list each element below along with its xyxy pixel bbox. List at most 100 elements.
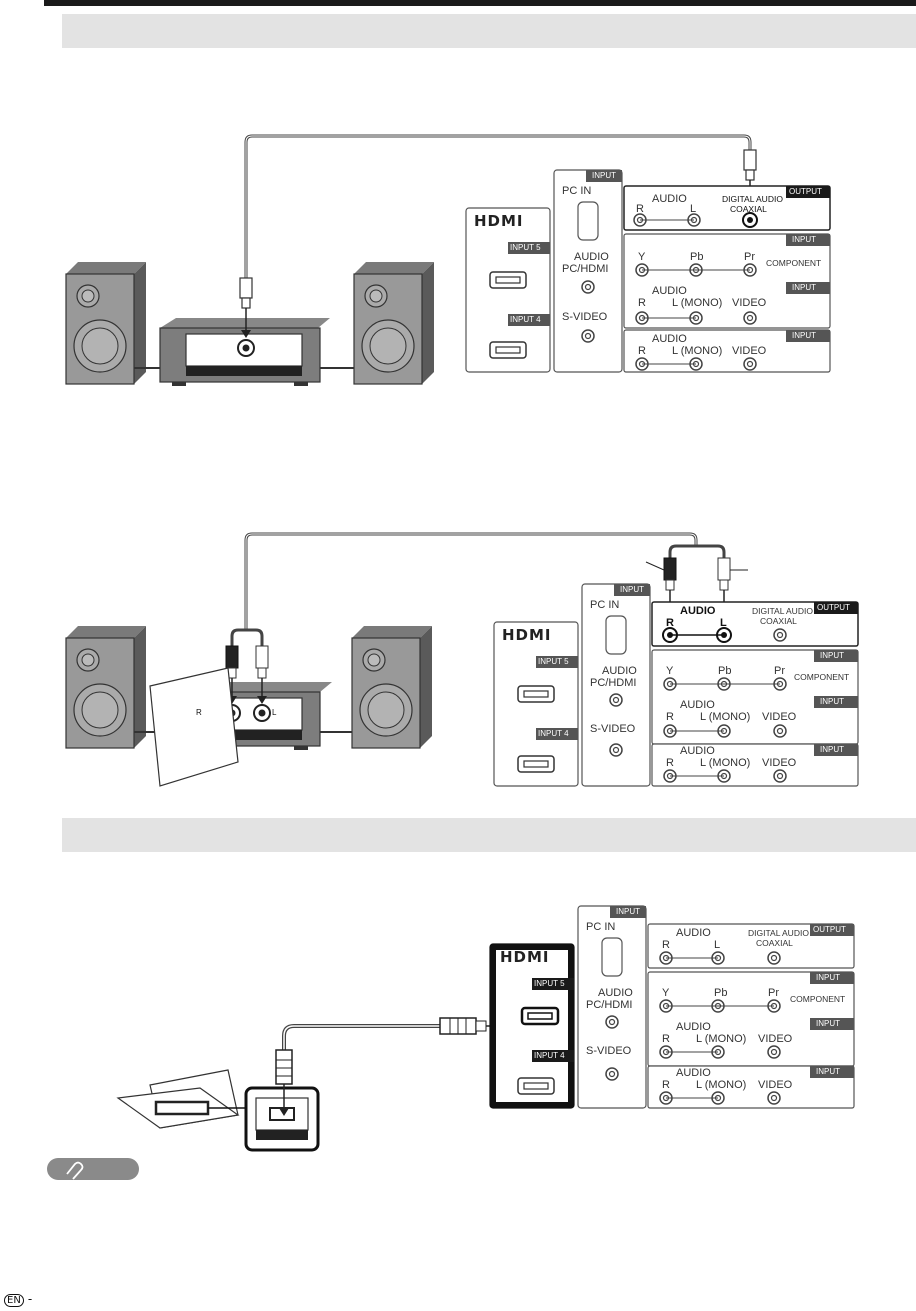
pr-label: Pr (744, 251, 755, 263)
pc-hdmi-label-3: PC/HDMI (586, 999, 633, 1011)
video-label-3: VIDEO (762, 711, 797, 723)
video-label: VIDEO (732, 297, 767, 309)
section-header-band-2 (62, 818, 916, 852)
rca-plug-2-l-amp (255, 645, 269, 704)
audio-label-2: AUDIO (602, 665, 637, 677)
l-label-6: L (714, 939, 721, 951)
av1-input-label: INPUT (792, 283, 816, 292)
component-input-label-2: INPUT (820, 651, 844, 660)
tv-terminal-panel-3 (489, 905, 855, 1109)
s-video-label-2: S-VIDEO (590, 723, 636, 735)
hdmi-plug-pc (275, 1049, 293, 1116)
av1-input-label-2: INPUT (820, 697, 844, 706)
l-out-label: L (720, 617, 727, 629)
r-label-5: R (666, 757, 674, 769)
l-mono-label-2: L (MONO) (672, 345, 723, 357)
section-header-band-1 (62, 14, 916, 48)
av1-input-label-3: INPUT (816, 1019, 840, 1028)
coaxial-label-3: COAXIAL (756, 938, 793, 948)
top-rule (44, 0, 916, 6)
page-dash: - (27, 1292, 33, 1306)
component-input-label-3: INPUT (816, 973, 840, 982)
r-label-2: R (638, 297, 646, 309)
audio-bracket-3: AUDIO (652, 333, 687, 345)
audio-bracket-5: AUDIO (680, 745, 715, 757)
speaker-right-2 (351, 625, 433, 749)
input4-label-3: INPUT 4 (534, 1051, 565, 1060)
component-label: COMPONENT (766, 258, 822, 268)
audio-label-3: AUDIO (598, 987, 633, 999)
speaker-right-1 (353, 261, 435, 385)
pc-in-label: PC IN (562, 185, 592, 197)
input5-label: INPUT 5 (510, 243, 541, 252)
pc-hdmi-label: PC/HDMI (562, 263, 609, 275)
output-label-3: OUTPUT (813, 925, 846, 934)
amp-l-label: L (272, 708, 277, 717)
amp-r-label: R (196, 708, 202, 717)
language-badge: EN (4, 1294, 24, 1307)
pb-label: Pb (690, 251, 704, 263)
r-label-6: R (662, 939, 670, 951)
digital-audio-label: DIGITAL AUDIO (722, 194, 783, 204)
pr-label-2: Pr (774, 665, 785, 677)
output-label: OUTPUT (789, 187, 822, 196)
pc-input-label-2: INPUT (620, 585, 644, 594)
digital-audio-label-2: DIGITAL AUDIO (752, 606, 813, 616)
audio-bracket-8: AUDIO (676, 1067, 711, 1079)
l-mono-label-6: L (MONO) (696, 1079, 747, 1091)
pc-in-label-3: PC IN (586, 921, 616, 933)
input5-label-3: INPUT 5 (534, 979, 565, 988)
s-video-label: S-VIDEO (562, 311, 608, 323)
input4-label-2: INPUT 4 (538, 729, 569, 738)
pb-label-2: Pb (718, 665, 732, 677)
hdmi-logo: HDMI (474, 212, 524, 230)
l-mono-label-3: L (MONO) (700, 711, 751, 723)
y-label-2: Y (666, 665, 674, 677)
pb-label-3: Pb (714, 987, 728, 999)
audio-bracket-6: AUDIO (676, 927, 711, 939)
l-mono-label-4: L (MONO) (700, 757, 751, 769)
audio-bracket-4: AUDIO (680, 699, 715, 711)
audio-bracket: AUDIO (652, 193, 687, 205)
video-label-6: VIDEO (758, 1079, 793, 1091)
output-label-2: OUTPUT (817, 603, 850, 612)
hdmi-logo-3: HDMI (500, 948, 550, 966)
tv-terminal-panel-2 (493, 583, 859, 787)
s-video-label-3: S-VIDEO (586, 1045, 632, 1057)
hdmi-logo-2: HDMI (502, 626, 552, 644)
component-input-label: INPUT (792, 235, 816, 244)
hdmi-cable-3 (282, 1024, 440, 1054)
coaxial-label: COAXIAL (730, 204, 767, 214)
pc-hdmi-label-2: PC/HDMI (590, 677, 637, 689)
video-label-5: VIDEO (758, 1033, 793, 1045)
r-label-3: R (638, 345, 646, 357)
paperclip-icon (66, 1161, 84, 1180)
note-badge (47, 1158, 139, 1180)
l-label: L (690, 203, 697, 215)
pc-input-label-3: INPUT (616, 907, 640, 916)
tv-terminal-panel-1 (465, 169, 831, 373)
audio-bracket-2: AUDIO (652, 285, 687, 297)
r-label-7: R (662, 1033, 670, 1045)
laptop-pc (116, 667, 240, 1129)
input5-label-2: INPUT 5 (538, 657, 569, 666)
component-label-2: COMPONENT (794, 672, 850, 682)
y-label-3: Y (662, 987, 670, 999)
speaker-left-1 (65, 261, 147, 385)
l-mono-label-5: L (MONO) (696, 1033, 747, 1045)
pr-label-3: Pr (768, 987, 779, 999)
pc-in-label-2: PC IN (590, 599, 620, 611)
l-mono-label: L (MONO) (672, 297, 723, 309)
y-label: Y (638, 251, 646, 263)
video-label-4: VIDEO (762, 757, 797, 769)
page-footer: EN- (4, 1292, 32, 1307)
component-label-3: COMPONENT (790, 994, 846, 1004)
pc-input-label: INPUT (592, 171, 616, 180)
r-out-label: R (666, 617, 674, 629)
video-label-2: VIDEO (732, 345, 767, 357)
rca-plug-1a (239, 277, 253, 338)
digital-audio-label-3: DIGITAL AUDIO (748, 928, 809, 938)
r-label-4: R (666, 711, 674, 723)
av2-input-label: INPUT (792, 331, 816, 340)
